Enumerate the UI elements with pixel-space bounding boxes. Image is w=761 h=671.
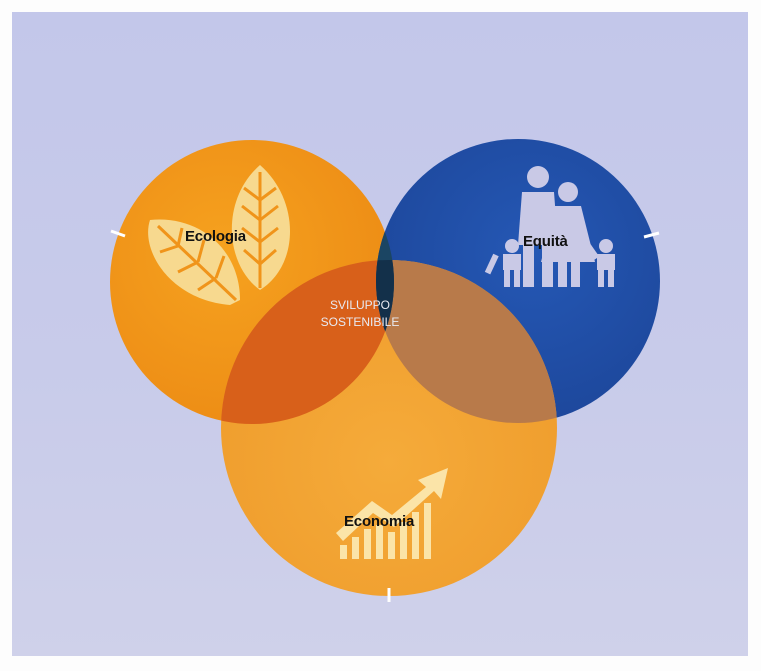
- leaves-icon: [148, 165, 290, 305]
- label-economia: Economia: [344, 513, 415, 530]
- overlap-ecologia-economia: [221, 260, 394, 424]
- label-equita: Equità: [523, 233, 568, 250]
- growth-chart-icon: [336, 468, 448, 559]
- overlap-equita-economia: [376, 260, 557, 423]
- label-ecologia: Ecologia: [185, 228, 246, 245]
- family-icon: [484, 166, 615, 287]
- circle-notches: [110, 229, 660, 602]
- center-label: SVILUPPO SOSTENIBILE: [300, 297, 420, 331]
- center-line-2: SOSTENIBILE: [320, 315, 400, 329]
- center-line-1: SVILUPPO: [329, 298, 391, 312]
